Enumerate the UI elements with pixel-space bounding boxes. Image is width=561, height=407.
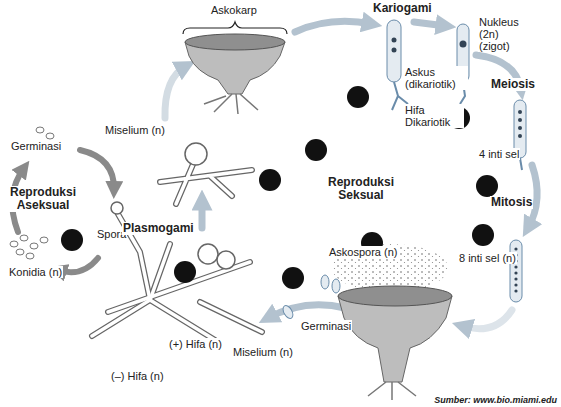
hifa <box>108 262 250 312</box>
askus <box>392 48 397 53</box>
hifa <box>92 162 262 340</box>
blank-marker <box>174 261 196 283</box>
blank-marker <box>282 267 304 289</box>
askus <box>514 247 517 250</box>
cycle-arrows <box>414 22 446 26</box>
blank-marker <box>61 86 498 289</box>
blank-marker <box>347 86 369 108</box>
askokarp-top <box>185 34 285 114</box>
askospora <box>321 275 329 289</box>
askokarp-bottom <box>338 286 452 306</box>
konidia <box>30 243 38 249</box>
askus <box>387 20 401 82</box>
askus <box>518 110 522 114</box>
konidia <box>40 237 48 243</box>
blank-marker <box>305 139 327 161</box>
blank-marker <box>259 169 281 191</box>
askus <box>392 38 397 43</box>
konidia <box>20 235 28 241</box>
hifa <box>92 244 170 336</box>
part-label: (+) Hifa (n) <box>168 338 223 350</box>
konidia <box>10 241 18 247</box>
part-label: 4 inti sel <box>478 148 520 160</box>
cycle-arrows <box>58 258 98 272</box>
askus <box>514 271 517 274</box>
bracket <box>183 22 287 34</box>
konidia <box>16 249 24 255</box>
part-label: Nukleus (2n) (zigot) <box>478 16 526 52</box>
cycle-arrows <box>295 21 372 32</box>
hifa <box>108 262 250 312</box>
askospora <box>281 304 295 320</box>
stage-label: Reproduksi Aseksual <box>4 186 82 212</box>
part-label: (–) Hifa (n) <box>110 370 165 382</box>
hifa <box>198 244 218 264</box>
askus <box>518 126 522 130</box>
askus <box>510 240 522 302</box>
hifa <box>160 162 252 204</box>
hifa <box>217 251 235 269</box>
cycle-arrows <box>165 66 186 118</box>
blank-marker <box>472 224 494 246</box>
askus <box>514 289 517 292</box>
askus <box>514 277 517 280</box>
askokarp-top <box>204 94 258 114</box>
askus <box>518 134 522 138</box>
konidia <box>26 253 34 259</box>
part-label: Hifa Dikariotik <box>404 104 464 128</box>
stage-label: Kariogami <box>372 2 433 15</box>
askokarp-top <box>185 34 285 50</box>
stage-label: Germinasi <box>10 140 62 152</box>
part-label: Askokarp <box>210 4 258 16</box>
cycle-arrows <box>462 310 512 329</box>
hifa <box>200 302 262 332</box>
stage-label: Reproduksi Seksual <box>322 176 400 202</box>
askospora <box>332 279 340 293</box>
cycle-arrows <box>12 21 537 328</box>
askus <box>514 265 517 268</box>
part-label: Konidia (n) <box>8 266 63 278</box>
part-label: Askospora (n) <box>328 246 398 258</box>
hifa <box>92 143 262 340</box>
part-label: Miselium (n) <box>104 124 166 136</box>
hifa <box>92 162 262 340</box>
askokarp-bottom <box>368 382 416 400</box>
part-label: Askus (dikariotik) <box>404 66 468 90</box>
stage-label: Meiosis <box>490 78 536 91</box>
hifa <box>92 244 170 336</box>
part-label: 8 inti sel (n) <box>458 252 517 264</box>
stage-label: Germinasi <box>300 320 352 332</box>
source-caption: Sumber: www.bio.miami.edu <box>434 395 557 405</box>
blank-marker <box>61 229 83 251</box>
blank-marker <box>476 175 498 197</box>
cycle-arrows <box>268 305 345 318</box>
askus <box>460 41 467 48</box>
stage-label: Mitosis <box>490 196 533 209</box>
cycle-arrows <box>80 150 114 190</box>
askus <box>387 20 526 302</box>
hifa <box>111 202 123 214</box>
hifa <box>185 143 207 165</box>
askus <box>514 283 517 286</box>
askus <box>518 118 522 122</box>
hifa <box>160 162 252 204</box>
part-label: Miselium (n) <box>232 346 294 358</box>
konidia <box>46 133 54 139</box>
hifa <box>200 302 262 332</box>
stage-label: Plasmogami <box>122 222 195 235</box>
konidia <box>36 127 44 133</box>
cycle-arrows <box>199 200 206 228</box>
